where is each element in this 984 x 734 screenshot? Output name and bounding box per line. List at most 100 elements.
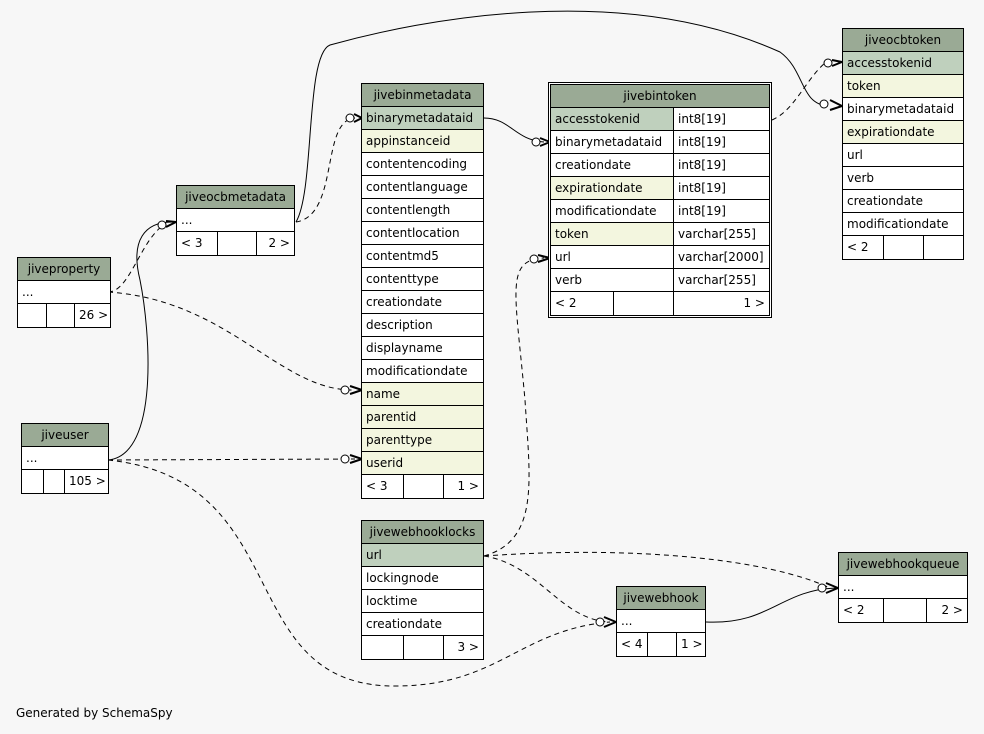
column-contentmd5: contentmd5 <box>366 249 439 263</box>
column-modificationdate: modificationdate <box>366 364 468 378</box>
rows-count <box>403 475 443 498</box>
parents-count: < 3 <box>366 479 388 493</box>
edge-ocbtoken-bintoken <box>771 61 827 121</box>
table-title[interactable]: jivewebhookqueue <box>839 553 967 576</box>
column-ellipsis: ... <box>621 614 633 628</box>
edge-ocbmetadata-binmetadata <box>295 117 356 223</box>
column-contenttype: contenttype <box>366 272 439 286</box>
table-jivewebhook[interactable]: jivewebhook ... < 4 1 > <box>616 586 706 657</box>
edge-webhooklocks-bintoken <box>483 257 545 557</box>
column-displayname: displayname <box>366 341 443 355</box>
edge-user-binmetadata-userid <box>107 458 356 461</box>
edge-user-ocbmetadata <box>107 221 173 461</box>
parents-count: < 4 <box>621 637 643 651</box>
children-count: 2 > <box>926 599 967 622</box>
column-lockingnode: lockingnode <box>366 571 439 585</box>
column-contentlanguage: contentlanguage <box>366 180 468 194</box>
column-verb: verb <box>847 171 875 185</box>
children-count: 3 > <box>443 636 483 659</box>
column-creationdate: creationdate <box>366 617 443 631</box>
table-jivebinmetadata[interactable]: jivebinmetadata binarymetadataid appinst… <box>361 83 484 499</box>
column-type: int8[19] <box>673 177 769 199</box>
rows-count <box>403 636 443 659</box>
column-type: int8[19] <box>673 154 769 176</box>
column-contentlocation: contentlocation <box>366 226 460 240</box>
column-contentencoding: contentencoding <box>366 157 468 171</box>
edge-ocbtoken-binmetadata <box>295 10 829 223</box>
column-ellipsis: ... <box>843 580 855 594</box>
rows-count <box>217 232 256 255</box>
column-binarymetadataid: binarymetadataid <box>555 135 663 149</box>
table-jivewebhooklocks[interactable]: jivewebhooklocks url lockingnode locktim… <box>361 520 484 660</box>
children-count: 1 > <box>443 475 483 498</box>
column-type: varchar[2000] <box>673 246 769 268</box>
edge-webhook-webhookqueue <box>705 587 837 623</box>
table-title[interactable]: jivewebhooklocks <box>362 521 483 544</box>
rows-count <box>647 633 676 656</box>
rows-count <box>883 236 923 259</box>
table-title[interactable]: jivewebhook <box>617 587 705 610</box>
table-jiveuser[interactable]: jiveuser ... 105 > <box>21 423 109 494</box>
column-type: int8[19] <box>673 108 769 130</box>
table-title[interactable]: jiveproperty <box>18 258 110 281</box>
table-title[interactable]: jivebintoken <box>551 85 769 108</box>
rows-count <box>46 304 74 327</box>
edge-markers <box>157 58 833 627</box>
parents-count: < 2 <box>555 296 577 310</box>
column-creationdate: creationdate <box>555 158 632 172</box>
table-jiveocbmetadata[interactable]: jiveocbmetadata ... < 3 2 > <box>176 185 295 256</box>
table-jiveproperty[interactable]: jiveproperty ... 26 > <box>17 257 111 328</box>
column-url: url <box>555 250 571 264</box>
column-binarymetadataid: binarymetadataid <box>847 102 955 116</box>
column-name: name <box>366 387 401 401</box>
parents-count <box>18 304 46 327</box>
generated-by-label: Generated by SchemaSpy <box>16 706 173 720</box>
table-jiveocbtoken[interactable]: jiveocbtoken accesstokenid token binarym… <box>842 28 964 260</box>
parents-count <box>362 636 403 659</box>
column-accesstokenid: accesstokenid <box>551 108 673 130</box>
column-type: int8[19] <box>673 200 769 222</box>
column-expirationdate: expirationdate <box>847 125 935 139</box>
column-verb: verb <box>555 273 583 287</box>
children-count: 2 > <box>256 232 294 255</box>
table-jivewebhookqueue[interactable]: jivewebhookqueue ... < 2 2 > <box>838 552 968 623</box>
table-title[interactable]: jiveuser <box>22 424 108 447</box>
column-url: url <box>847 148 863 162</box>
column-token: token <box>847 79 881 93</box>
table-title[interactable]: jiveocbtoken <box>843 29 963 52</box>
column-type: varchar[255] <box>673 269 769 291</box>
edge-webhooklocks-webhookqueue <box>483 551 831 589</box>
column-token: token <box>551 223 673 245</box>
children-count: 1 > <box>673 292 769 315</box>
parents-count <box>22 470 43 493</box>
column-ellipsis: ... <box>181 213 193 227</box>
children-count <box>923 236 963 259</box>
children-count: 26 > <box>74 304 110 327</box>
column-creationdate: creationdate <box>847 194 924 208</box>
column-appinstanceid: appinstanceid <box>366 134 451 148</box>
column-parentid: parentid <box>366 410 417 424</box>
column-locktime: locktime <box>366 594 418 608</box>
edge-property-binmetadata-name <box>107 291 356 391</box>
column-contentlength: contentlength <box>366 203 451 217</box>
parents-count: < 2 <box>843 603 865 617</box>
table-title[interactable]: jivebinmetadata <box>362 84 483 107</box>
column-type: varchar[255] <box>673 223 769 245</box>
column-ellipsis: ... <box>22 285 34 299</box>
parents-count: < 3 <box>181 236 203 250</box>
column-accesstokenid: accesstokenid <box>847 56 932 70</box>
children-count: 105 > <box>64 470 108 493</box>
parents-count: < 2 <box>847 240 869 254</box>
rows-count <box>883 599 926 622</box>
crows-feet <box>165 59 843 628</box>
column-creationdate: creationdate <box>366 295 443 309</box>
table-title[interactable]: jiveocbmetadata <box>177 186 294 209</box>
column-url: url <box>366 548 382 562</box>
column-description: description <box>366 318 433 332</box>
column-userid: userid <box>366 456 404 470</box>
column-type: int8[19] <box>673 131 769 153</box>
rows-count <box>43 470 64 493</box>
edge-property-ocbmetadata <box>107 223 166 293</box>
